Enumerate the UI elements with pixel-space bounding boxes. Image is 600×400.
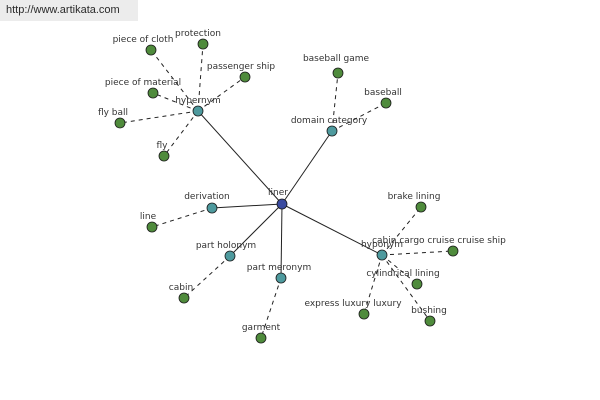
node-label-garment: garment: [242, 323, 281, 333]
node-label-fly-ball: fly ball: [98, 108, 128, 118]
nodes-layer: [114, 38, 459, 344]
node-label-part-holonym: part holonym: [196, 241, 256, 251]
edge-hyponym-cabin-cargo-cruise-ship: [381, 250, 454, 256]
edge-liner-derivation: [211, 203, 283, 209]
edge-liner-part-meronym: [280, 203, 283, 279]
leaf-node-piece-of-material[interactable]: [147, 87, 159, 99]
edge-hypernym-piece-of-cloth: [150, 49, 199, 112]
edge-hypernym-passenger-ship: [197, 76, 246, 112]
leaf-node-line[interactable]: [146, 221, 158, 233]
edge-domain-category-baseball: [331, 102, 387, 132]
edge-derivation-line: [151, 207, 213, 228]
leaf-node-fly-ball[interactable]: [114, 117, 126, 129]
edge-part-meronym-garment: [260, 277, 282, 339]
edge-hypernym-fly: [163, 110, 199, 157]
node-label-cabin: cabin: [169, 283, 193, 293]
watermark-url: http://www.artikata.com: [0, 0, 138, 21]
leaf-node-express-luxury-luxury[interactable]: [358, 308, 370, 320]
leaf-node-garment[interactable]: [255, 332, 267, 344]
node-label-line: line: [140, 212, 157, 222]
edge-hyponym-bushing: [381, 254, 431, 322]
leaf-node-baseball-game[interactable]: [332, 67, 344, 79]
edge-liner-hypernym: [197, 110, 283, 205]
node-label-derivation: derivation: [184, 192, 230, 202]
relation-node-domain-category[interactable]: [326, 125, 338, 137]
node-label-hypernym: hypernym: [175, 96, 221, 106]
node-label-bushing: bushing: [411, 306, 447, 316]
leaf-node-cabin[interactable]: [178, 292, 190, 304]
edge-part-holonym-cabin: [183, 255, 231, 299]
leaf-node-brake-lining[interactable]: [415, 201, 427, 213]
leaf-node-cabin-cargo-cruise-ship[interactable]: [447, 245, 459, 257]
node-label-hyponym: hyponym: [361, 240, 403, 250]
edge-liner-hyponym: [281, 203, 383, 256]
leaf-node-baseball[interactable]: [380, 97, 392, 109]
node-label-piece-of-cloth: piece of cloth: [113, 35, 174, 45]
node-label-liner: liner: [268, 188, 288, 198]
leaf-node-bushing[interactable]: [424, 315, 436, 327]
leaf-node-fly[interactable]: [158, 150, 170, 162]
edge-hypernym-protection: [197, 43, 204, 112]
relation-node-part-holonym[interactable]: [224, 250, 236, 262]
edges-layer: [119, 43, 454, 339]
relation-node-part-meronym[interactable]: [275, 272, 287, 284]
relation-node-derivation[interactable]: [206, 202, 218, 214]
leaf-node-piece-of-cloth[interactable]: [145, 44, 157, 56]
node-label-baseball-game: baseball game: [303, 54, 370, 64]
relation-node-hyponym[interactable]: [376, 249, 388, 261]
relation-node-hypernym[interactable]: [192, 105, 204, 117]
edge-liner-domain-category: [281, 130, 333, 205]
edge-hypernym-fly-ball: [119, 110, 199, 124]
leaf-node-protection[interactable]: [197, 38, 209, 50]
leaf-node-passenger-ship[interactable]: [239, 71, 251, 83]
node-label-express-luxury-luxury: express luxury luxury: [304, 299, 402, 309]
center-node-liner[interactable]: [276, 198, 288, 210]
edge-hyponym-express-luxury-luxury: [363, 254, 383, 315]
node-label-domain-category: domain category: [291, 116, 368, 126]
edge-liner-part-holonym: [229, 203, 283, 257]
edge-hyponym-brake-lining: [381, 206, 422, 256]
edge-hypernym-piece-of-material: [152, 92, 199, 112]
edge-domain-category-baseball-game: [331, 72, 339, 132]
node-label-cabin-cargo-cruise-ship: cabin cargo cruise cruise ship: [372, 236, 506, 246]
node-label-part-meronym: part meronym: [247, 263, 311, 273]
node-label-passenger-ship: passenger ship: [207, 62, 276, 72]
leaf-node-cylindrical-lining[interactable]: [411, 278, 423, 290]
node-label-baseball: baseball: [364, 88, 402, 98]
node-label-brake-lining: brake lining: [388, 192, 441, 202]
node-label-cylindrical-lining: cylindrical lining: [366, 269, 439, 279]
node-label-protection: protection: [175, 29, 221, 39]
node-label-fly: fly: [157, 141, 169, 151]
node-label-piece-of-material: piece of material: [105, 78, 181, 88]
